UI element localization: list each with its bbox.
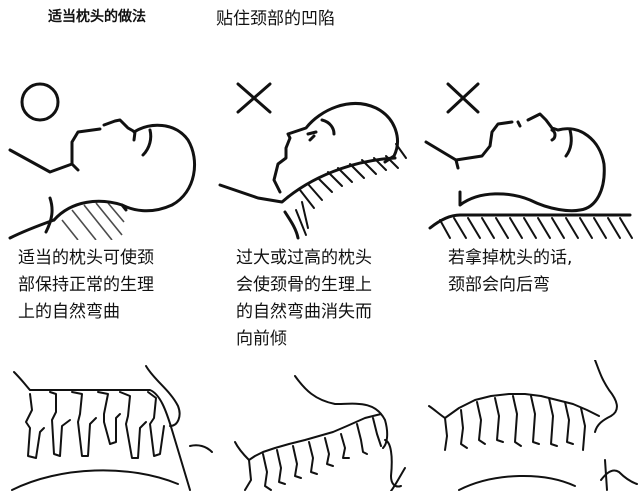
cross-icon [446, 82, 480, 114]
caption-high-pillow: 过大或过高的枕头 会使颈骨的生理上 的自然弯曲消失而 向前倾 [236, 248, 372, 349]
spine-straightened [234, 375, 406, 491]
page-title: 适当枕头的做法 [48, 9, 146, 25]
spine-backward-bend [428, 360, 638, 491]
illustration-high-pillow [218, 82, 407, 240]
illustration-no-pillow [424, 82, 633, 239]
caption-correct-pillow: 适当的枕头可使颈 部保持正常的生理 上的自然弯曲 [18, 248, 154, 322]
illustration-correct-pillow [8, 82, 196, 240]
cross-icon [236, 82, 272, 114]
spine-correct-curve [11, 365, 213, 491]
caption-no-pillow: 若拿掉枕头的话, 颈部会向后弯 [448, 248, 573, 295]
page-subtitle: 贴住颈部的凹陷 [216, 9, 335, 29]
ok-circle-icon [20, 82, 60, 122]
